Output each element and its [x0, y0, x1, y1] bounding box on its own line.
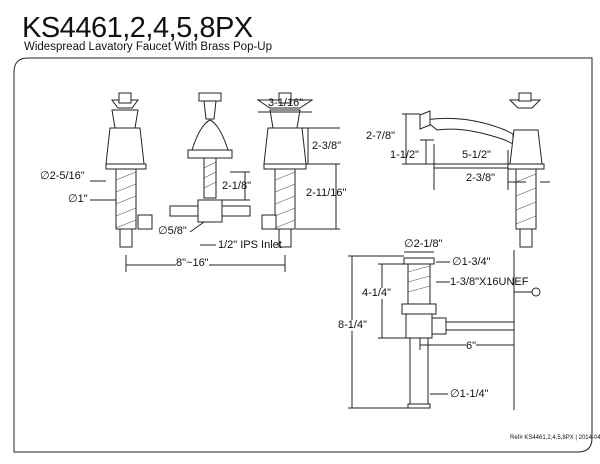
right-handle-assembly — [256, 92, 314, 248]
dim-spread: 8"~16" — [176, 257, 209, 269]
dim-drain-body: ∅1-3/4" — [452, 256, 491, 268]
frame-border — [13, 57, 593, 453]
dim-drain-total: 8-1/4" — [338, 319, 367, 331]
left-handle-assembly — [105, 92, 153, 248]
dim-drain-thread: 1-3/8"X16UNEF — [450, 276, 529, 288]
dim-handle-width: 3-1/16" — [268, 97, 304, 109]
dim-shank-diameter: ∅1" — [68, 193, 88, 205]
dim-rod-length: 6" — [466, 340, 477, 352]
footer-reference: Ref# KS4461,2,4,5,8PX | 2014-04-B — [510, 435, 600, 441]
dim-spout-height: 2-7/8" — [366, 130, 395, 142]
dim-drain-flange: ∅2-1/8" — [404, 238, 443, 250]
dim-shank-height: 2-11/16" — [306, 187, 347, 199]
dim-flange-diameter: ∅2-5/16" — [40, 170, 85, 182]
dim-drain-upper: 4-1/4" — [362, 287, 391, 299]
dim-spout-clearance: 1-1/2" — [390, 149, 419, 161]
page-subtitle: Widespread Lavatory Faucet With Brass Po… — [24, 41, 272, 53]
side-dimension-lines — [402, 113, 550, 190]
dim-spout-valve-height: 2-1/8" — [222, 180, 251, 192]
drain-dimension-lines — [348, 251, 514, 409]
side-view-spout — [419, 92, 545, 248]
dim-spout-shank-diameter: ∅5/8" — [158, 225, 187, 237]
center-spout-assembly — [169, 92, 251, 223]
dim-spout-reach: 5-1/2" — [462, 149, 491, 161]
page-title: KS4461,2,4,5,8PX — [22, 12, 253, 44]
dim-tailpiece: ∅1-1/4" — [450, 388, 489, 400]
dim-spout-to-handle: 2-3/8" — [466, 172, 495, 184]
dim-inlet: 1/2" IPS Inlet — [218, 239, 282, 251]
drain-assembly — [401, 250, 541, 410]
dim-handle-height: 2-3/8" — [312, 140, 341, 152]
